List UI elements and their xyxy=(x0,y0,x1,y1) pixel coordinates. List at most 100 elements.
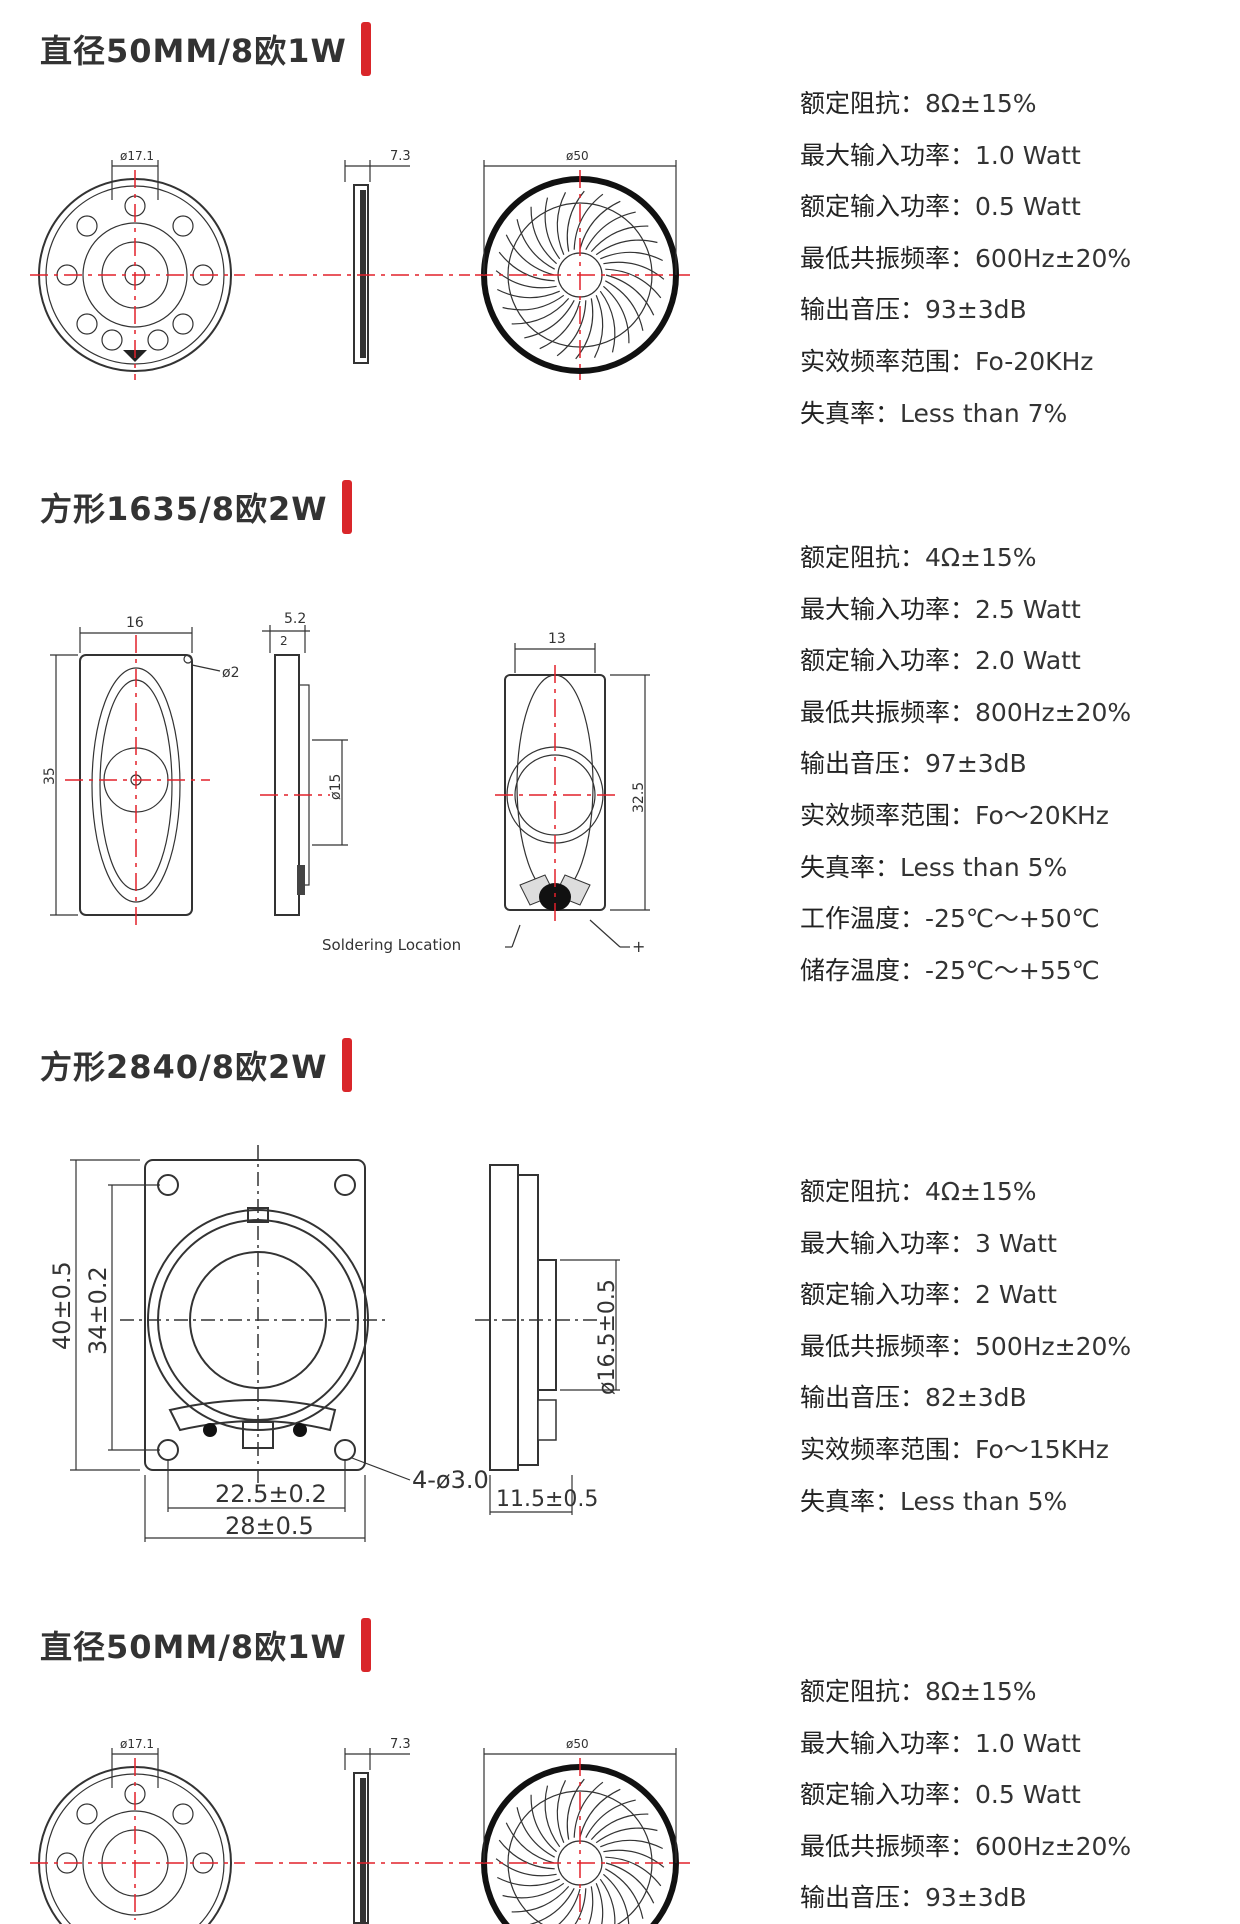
spec-impedance: 额定阻抗：8Ω±15% xyxy=(800,89,1037,118)
section-title: 直径50MM/8欧1W xyxy=(40,1618,371,1672)
dim-label: 7.3 xyxy=(390,1737,411,1752)
spec-max-power: 最大输入功率：1.0 Watt xyxy=(800,140,1081,170)
cone-spoke xyxy=(605,274,655,316)
cone-spoke xyxy=(590,1813,649,1840)
cone-spoke xyxy=(498,1839,555,1870)
spec-spl: 输出音压：93±3dB xyxy=(800,1883,1027,1913)
back-view: 13 32.5 + Soldering Location xyxy=(322,631,650,956)
cone-spoke xyxy=(497,288,560,299)
cone-spoke xyxy=(605,1856,662,1887)
cone-spoke xyxy=(588,1886,594,1924)
spec-rated-power: 额定输入功率：0.5 Watt xyxy=(800,192,1081,222)
spec-freq-range: 实效频率范围：Fo～20KHz xyxy=(800,800,1109,830)
cone-spoke xyxy=(579,1788,621,1838)
cone-spoke xyxy=(556,300,587,357)
cone-spoke xyxy=(600,1839,663,1850)
dim-label: 4-ø3.0 xyxy=(412,1466,489,1494)
cone-spoke xyxy=(530,1794,557,1853)
cone-spoke xyxy=(502,294,565,311)
cone-spoke xyxy=(585,211,636,250)
polarity-label: + xyxy=(632,937,645,956)
spec-freq-range: 实效频率范围：Fo～15KHz xyxy=(800,1434,1109,1464)
spec-resonance: 最低共振频率：600Hz±20% xyxy=(800,243,1132,273)
title-accent-bar xyxy=(360,22,371,76)
cone-spoke xyxy=(498,251,555,282)
rect-2840-drawing: 40±0.5 34±0.2 22.5±0.2 28±0.5 4-ø3.0 xyxy=(48,1145,620,1542)
cone-spoke xyxy=(505,1822,555,1864)
cone-spoke xyxy=(603,285,630,344)
cone-spoke xyxy=(595,239,658,256)
back-view: ø17.1 xyxy=(30,1737,245,1924)
dim-label: ø16.5±0.5 xyxy=(595,1279,620,1395)
front-view: 16 35 ø2 xyxy=(42,615,239,925)
spec-impedance: 额定阻抗：4Ω±15% xyxy=(800,543,1037,572)
cone-spoke xyxy=(497,1876,560,1887)
spec-max-power: 最大输入功率：2.5 Watt xyxy=(800,594,1081,624)
cone-spoke xyxy=(516,1807,555,1858)
dim-label: 2 xyxy=(280,634,288,648)
spec-resonance: 最低共振频率：800Hz±20% xyxy=(800,697,1132,727)
cone-spoke xyxy=(585,1799,636,1838)
cone-spoke xyxy=(579,200,621,250)
spec-freq-range: 实效频率范围：Fo-20KHz xyxy=(800,346,1094,376)
cone-spoke xyxy=(573,193,604,250)
cone-spoke xyxy=(599,1878,616,1924)
dim-label: ø17.1 xyxy=(120,149,154,163)
cone-spoke xyxy=(529,1888,575,1924)
spec-spl: 输出音压：97±3dB xyxy=(800,749,1027,779)
cone-spoke xyxy=(574,1888,587,1924)
cone-spoke xyxy=(593,295,604,358)
cone-spoke xyxy=(595,1883,604,1924)
dim-label: ø50 xyxy=(566,149,589,163)
spec-list: 额定阻抗：8Ω±15% 最大输入功率：1.0 Watt 额定输入功率：0.5 W… xyxy=(800,1666,1131,1924)
side-view: 5.2 2 ø15 xyxy=(260,611,348,916)
title-accent-bar xyxy=(360,1618,371,1672)
cone-spoke xyxy=(556,192,567,255)
cone-spoke xyxy=(544,1785,561,1848)
dim-label: 13 xyxy=(548,631,566,647)
title-accent-bar xyxy=(341,480,352,534)
cone-spoke xyxy=(539,300,581,350)
round-speaker-drawing: ø17.1 7.3 ø50 xyxy=(30,1737,690,1924)
title-accent-bar xyxy=(341,1038,352,1092)
spec-max-power: 最大输入功率：3 Watt xyxy=(800,1228,1057,1258)
spec-spl: 输出音压：82±3dB xyxy=(800,1383,1027,1413)
spec-list: 额定阻抗：4Ω±15% 最大输入功率：3 Watt 额定输入功率：2 Watt … xyxy=(800,1166,1131,1527)
side-view: 7.3 xyxy=(255,1737,470,1924)
spec-list: 额定阻抗：8Ω±15% 最大输入功率：1.0 Watt 额定输入功率：0.5 W… xyxy=(800,78,1131,439)
section-title: 方形2840/8欧2W xyxy=(40,1038,352,1092)
spec-operating-temp: 工作温度：-25℃～+50℃ xyxy=(800,904,1100,934)
dim-label: 35 xyxy=(42,767,58,785)
spec-max-power: 最大输入功率：1.0 Watt xyxy=(800,1728,1081,1758)
cone-spoke xyxy=(573,1781,604,1838)
dim-label: 5.2 xyxy=(284,611,306,627)
spec-impedance: 额定阻抗：4Ω±15% xyxy=(800,1177,1037,1206)
cone-spoke xyxy=(605,280,644,331)
dim-label: 22.5±0.2 xyxy=(215,1480,327,1508)
soldering-label: Soldering Location xyxy=(322,936,461,954)
cone-spoke xyxy=(530,206,557,265)
cone-spoke xyxy=(524,300,575,339)
front-view: ø50 xyxy=(475,1737,690,1924)
dim-label: 34±0.2 xyxy=(84,1266,112,1355)
cone-spoke xyxy=(605,1868,644,1919)
cone-spoke xyxy=(511,1886,570,1913)
cone-spoke xyxy=(544,197,561,260)
cone-spoke xyxy=(603,1873,630,1924)
cone-spoke xyxy=(502,1882,565,1899)
spec-list: 额定阻抗：4Ω±15% 最大输入功率：2.5 Watt 额定输入功率：2.0 W… xyxy=(800,532,1131,996)
dim-label: ø2 xyxy=(222,665,239,681)
cone-spoke xyxy=(505,234,555,276)
dim-label: 11.5±0.5 xyxy=(496,1487,598,1512)
rect-1635-drawing: 16 35 ø2 5.2 2 ø15 xyxy=(42,611,650,956)
cone-spoke xyxy=(605,1862,655,1904)
dim-label: 7.3 xyxy=(390,149,411,164)
dim-label: ø15 xyxy=(328,774,344,800)
spec-impedance: 额定阻抗：8Ω±15% xyxy=(800,1677,1037,1706)
cone-spoke xyxy=(600,251,663,262)
section-title: 方形1635/8欧2W xyxy=(40,480,352,534)
section-title: 直径50MM/8欧1W xyxy=(40,22,371,76)
cone-spoke xyxy=(599,290,616,353)
cone-spoke xyxy=(605,268,662,299)
cone-spoke xyxy=(558,1888,581,1924)
